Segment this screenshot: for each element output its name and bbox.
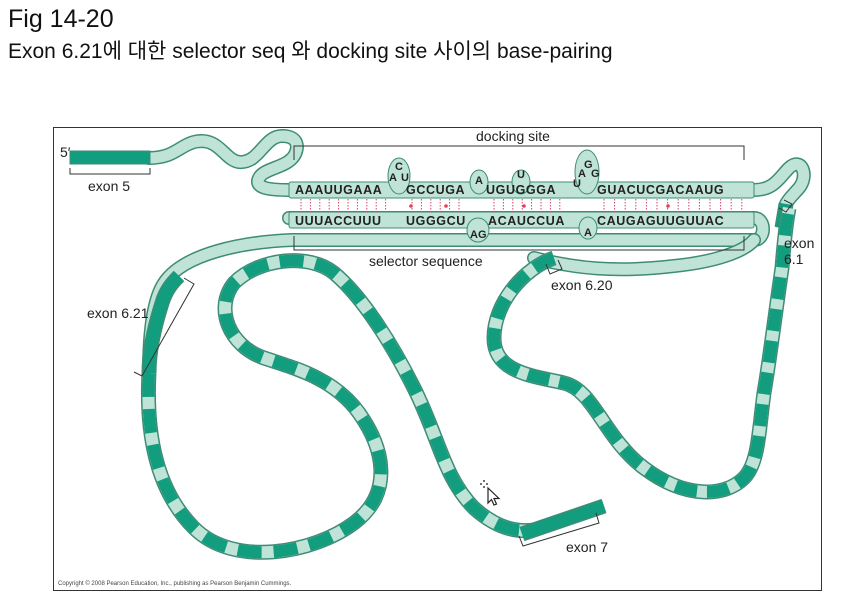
bottom-seq-d: CAUGAGUUGUUAC <box>597 214 724 228</box>
figure-canvas: AAAUUGAAA GCCUGA UGUGGGA GUACUCGACAAUG U… <box>60 128 814 560</box>
loop-top-3: U <box>517 169 525 181</box>
copyright-notice: Copyright © 2008 Pearson Education, Inc.… <box>58 581 292 587</box>
bottom-seq-b: UGGGCU <box>406 214 466 228</box>
bottom-seq-a: UUUACCUUU <box>295 214 382 228</box>
loop-bottom-1: AG <box>470 229 487 241</box>
loop-top-1-u: U <box>401 172 409 184</box>
brackets <box>69 145 793 547</box>
helix-region <box>288 149 755 243</box>
exon-5-label: exon 5 <box>88 178 130 194</box>
top-seq-b: GCCUGA <box>406 183 465 197</box>
loop-top-4-u: U <box>573 178 581 190</box>
exon-6-21-to-exon-7-strand <box>140 253 607 560</box>
selector-sequence-label: selector sequence <box>369 253 483 269</box>
top-seq-d: GUACUCGACAAUG <box>597 183 724 197</box>
base-pair-marks <box>300 199 743 213</box>
mouse-cursor-icon <box>480 480 501 506</box>
exon-6-20-strand <box>486 206 797 500</box>
top-seq-a: AAAUUGAAA <box>295 183 382 197</box>
exon-6-1-label-line2: 6.1 <box>784 251 804 267</box>
rna-splicing-figure: AAAUUGAAA GCCUGA UGUGGGA GUACUCGACAAUG U… <box>53 127 822 591</box>
loop-top-1-a: A <box>389 172 397 184</box>
slide-title: Fig 14-20 <box>8 5 114 33</box>
loop-top-2: A <box>475 175 483 187</box>
exon-5-segment <box>69 150 151 165</box>
bottom-seq-c: ACAUCCUA <box>488 214 565 228</box>
docking-site-label: docking site <box>476 128 550 144</box>
top-seq-c: UGUGGGA <box>486 183 556 197</box>
loop-top-4-g1: G <box>584 159 593 171</box>
exon-6-1-label-line1: exon <box>784 235 814 251</box>
loop-bottom-2: A <box>584 227 592 239</box>
exon-7-label: exon 7 <box>566 539 608 555</box>
five-prime-label: 5′ <box>60 144 71 160</box>
loop-top-4-g2: G <box>591 168 600 180</box>
exon-6-21-label: exon 6.21 <box>87 305 149 321</box>
slide-subtitle: Exon 6.21에 대한 selector seq 와 docking sit… <box>8 40 613 63</box>
sequence-text: AAAUUGAAA GCCUGA UGUGGGA GUACUCGACAAUG U… <box>295 159 724 241</box>
loop-top-1-c: C <box>395 161 403 173</box>
loop-top-4-a: A <box>578 168 586 180</box>
exon-6-20-label: exon 6.20 <box>551 277 613 293</box>
